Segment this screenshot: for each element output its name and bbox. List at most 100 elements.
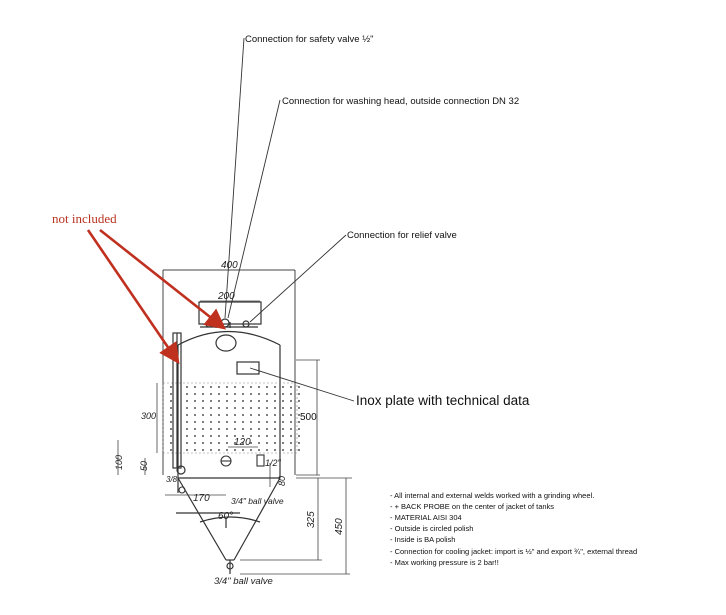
jacket-dot: [282, 442, 284, 444]
jacket-dot: [290, 449, 292, 451]
jacket-dot: [170, 407, 172, 409]
jacket-dot: [210, 400, 212, 402]
jacket-dot: [170, 386, 172, 388]
jacket-dot: [202, 449, 204, 451]
jacket-dot: [226, 386, 228, 388]
label-washing-head: Connection for washing head, outside con…: [282, 96, 519, 107]
jacket-dot: [250, 435, 252, 437]
jacket-dot: [298, 386, 300, 388]
jacket-dot: [218, 393, 220, 395]
jacket-dot: [298, 400, 300, 402]
jacket-dot: [194, 393, 196, 395]
jacket-dot: [186, 407, 188, 409]
label-ball-valve-top: 3/4" ball valve: [231, 496, 284, 506]
jacket-dot: [282, 414, 284, 416]
jacket-dot: [218, 421, 220, 423]
jacket-dot: [202, 435, 204, 437]
jacket-dot: [282, 407, 284, 409]
dim-100: 100: [114, 455, 124, 470]
jacket-dot: [226, 435, 228, 437]
jacket-dot: [226, 449, 228, 451]
cooling-jacket-dots: [170, 386, 300, 451]
jacket-dot: [290, 386, 292, 388]
jacket-dot: [194, 386, 196, 388]
jacket-dot: [250, 386, 252, 388]
jacket-dot: [226, 407, 228, 409]
jacket-dot: [290, 393, 292, 395]
jacket-dot: [290, 421, 292, 423]
note-item: - Connection for cooling jacket: import …: [390, 547, 637, 556]
jacket-dot: [234, 414, 236, 416]
jacket-dot: [186, 400, 188, 402]
jacket-dot: [266, 449, 268, 451]
dim-1-2: 1/2": [265, 458, 282, 468]
jacket-dot: [290, 414, 292, 416]
jacket-dot: [170, 428, 172, 430]
jacket-dot: [234, 386, 236, 388]
jacket-dot: [218, 386, 220, 388]
dim-300: 300: [141, 411, 156, 421]
jacket-dot: [242, 407, 244, 409]
jacket-dot: [218, 414, 220, 416]
jacket-dot: [258, 421, 260, 423]
jacket-dot: [266, 414, 268, 416]
jacket-dot: [258, 414, 260, 416]
jacket-dot: [170, 421, 172, 423]
jacket-dot: [274, 421, 276, 423]
dim-120: 120: [234, 437, 251, 448]
jacket-dot: [194, 428, 196, 430]
dim-325: 325: [306, 511, 317, 528]
jacket-dot: [290, 428, 292, 430]
jacket-dot: [170, 442, 172, 444]
jacket-dot: [274, 400, 276, 402]
jacket-dot: [218, 449, 220, 451]
jacket-dot: [298, 414, 300, 416]
jacket-dot: [266, 435, 268, 437]
jacket-dot: [250, 442, 252, 444]
note-item: - Outside is circled polish: [390, 524, 473, 533]
jacket-dot: [250, 414, 252, 416]
dim-500: 500: [300, 412, 317, 423]
jacket-dot: [194, 400, 196, 402]
jacket-dot: [194, 407, 196, 409]
jacket-dot: [202, 400, 204, 402]
jacket-dot: [242, 435, 244, 437]
jacket-dot: [170, 449, 172, 451]
label-safety-valve: Connection for safety valve ½": [245, 34, 374, 45]
jacket-dot: [290, 435, 292, 437]
dim-80: 80: [277, 476, 287, 486]
jacket-dot: [170, 435, 172, 437]
jacket-dot: [242, 393, 244, 395]
jacket-dot: [218, 428, 220, 430]
jacket-dot: [274, 428, 276, 430]
jacket-dot: [226, 421, 228, 423]
jacket-dot: [298, 449, 300, 451]
jacket-dot: [242, 414, 244, 416]
jacket-dot: [250, 428, 252, 430]
jacket-dot: [282, 435, 284, 437]
jacket-dot: [250, 449, 252, 451]
jacket-dot: [226, 442, 228, 444]
jacket-dot: [202, 393, 204, 395]
jacket-dot: [186, 428, 188, 430]
jacket-dot: [194, 414, 196, 416]
jacket-dot: [210, 407, 212, 409]
jacket-dot: [266, 407, 268, 409]
jacket-dot: [194, 442, 196, 444]
jacket-dot: [242, 386, 244, 388]
jacket-dot: [234, 449, 236, 451]
jacket-dot: [202, 442, 204, 444]
jacket-dot: [226, 393, 228, 395]
not-included-arrows: [86, 228, 227, 365]
jacket-dot: [298, 421, 300, 423]
dimension-lines: [117, 269, 352, 575]
jacket-dot: [258, 400, 260, 402]
label-ball-valve-bottom: 3/4" ball valve: [214, 576, 273, 587]
jacket-dot: [202, 428, 204, 430]
jacket-dot: [210, 386, 212, 388]
jacket-dot: [186, 435, 188, 437]
jacket-dot: [234, 428, 236, 430]
jacket-dot: [266, 442, 268, 444]
